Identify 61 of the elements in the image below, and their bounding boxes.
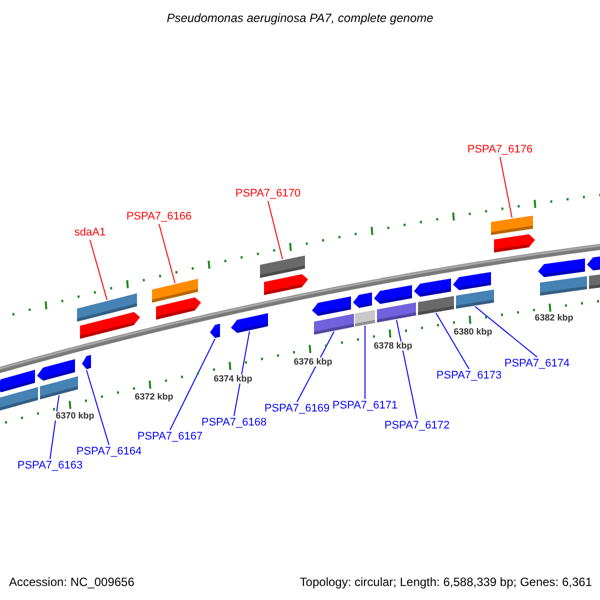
gene-feature xyxy=(0,370,35,392)
leader-line xyxy=(474,306,538,358)
gene-label: PSPA7_6173 xyxy=(436,370,502,382)
gene-feature xyxy=(82,354,91,370)
gene-label: PSPA7_6163 xyxy=(17,460,83,472)
gene-label: sdaA1 xyxy=(74,228,106,238)
scale-label: 6372 kbp xyxy=(134,392,174,402)
gene-bar xyxy=(456,290,494,309)
genome-summary: Topology: circular; Length: 6,588,339 bp; Genes: 6,361 xyxy=(300,576,592,588)
gene-feature xyxy=(538,258,585,278)
leader-line xyxy=(436,312,470,370)
title: Pseudomonas aeruginosa PA7, complete genome xyxy=(166,12,434,24)
gene-bar xyxy=(0,386,38,412)
scale-label: 6376 kbp xyxy=(292,358,334,366)
leader-line xyxy=(268,200,283,260)
leader-line xyxy=(50,394,60,460)
gene-label: PSPA7_6174 xyxy=(504,358,570,370)
gene-feature xyxy=(494,234,535,253)
gene-bar xyxy=(260,255,305,278)
gene-feature xyxy=(156,297,201,320)
gene-feature xyxy=(587,255,600,270)
gene-feature xyxy=(80,312,140,339)
gene-feature xyxy=(453,272,491,290)
gene-feature xyxy=(374,285,412,304)
gene-label: PSPA7_6168 xyxy=(201,418,267,428)
scale-label: 6380 kbp xyxy=(452,328,494,336)
leader-line xyxy=(234,330,250,416)
accession-text: Accession: NC_009656 xyxy=(9,576,134,588)
gene-feature xyxy=(37,359,75,381)
leader-line xyxy=(396,319,418,420)
gene-feature xyxy=(264,274,308,296)
gene-bar xyxy=(314,314,354,335)
gene-label: PSPA7_6166 xyxy=(126,212,192,222)
gene-feature xyxy=(353,292,372,308)
gene-feature xyxy=(210,324,220,338)
gene-bar xyxy=(152,278,198,303)
leader-line xyxy=(170,338,216,430)
gene-feature xyxy=(231,313,268,333)
gene-bar xyxy=(540,276,587,296)
gene-feature xyxy=(414,278,451,297)
gene-bar xyxy=(491,216,533,235)
gene-bar xyxy=(418,296,454,316)
leader-line xyxy=(296,331,334,402)
scale-label: 6378 kbp xyxy=(372,342,414,350)
scale-label: 6370 kbp xyxy=(54,412,96,420)
gene-label: PSPA7_6172 xyxy=(384,420,450,432)
gene-feature xyxy=(312,296,351,316)
scale-label: 6382 kbp xyxy=(534,314,574,322)
gene-label: PSPA7_6171 xyxy=(332,400,398,412)
gene-bar xyxy=(589,273,600,289)
gene-label: PSPA7_6167 xyxy=(137,432,203,442)
gene-label: PSPA7_6169 xyxy=(264,404,330,414)
gene-bar xyxy=(40,376,78,400)
gene-label: PSPA7_6164 xyxy=(76,446,142,458)
gene-label: PSPA7_6170 xyxy=(235,188,301,200)
leader-line xyxy=(86,370,110,446)
scale-label: 6374 kbp xyxy=(212,374,254,384)
leader-line xyxy=(364,325,366,400)
gene-label: PSPA7_6176 xyxy=(467,144,533,156)
gene-bar xyxy=(377,302,416,322)
gene-bar xyxy=(355,310,375,327)
